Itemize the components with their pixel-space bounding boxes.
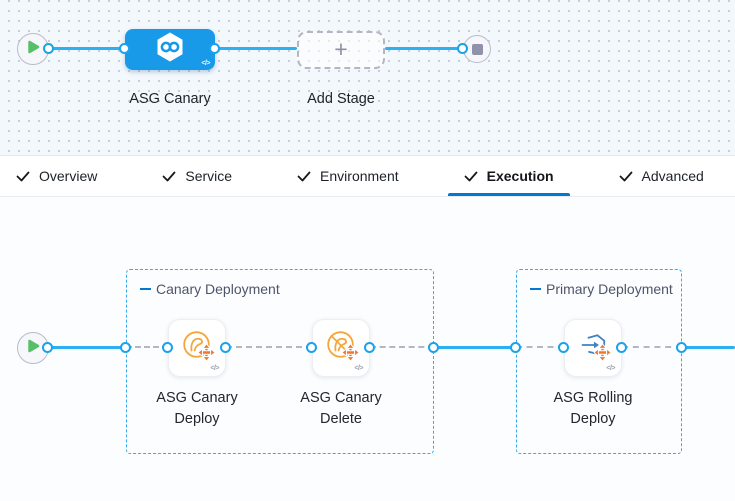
step-node-asg-canary-deploy[interactable]: </> bbox=[168, 319, 226, 377]
tab-execution[interactable]: Execution bbox=[447, 156, 570, 196]
tab-label: Overview bbox=[39, 168, 98, 184]
check-icon bbox=[619, 169, 633, 183]
tab-environment[interactable]: Environment bbox=[281, 156, 415, 196]
step-node-asg-canary-delete[interactable]: </> bbox=[312, 319, 370, 377]
connector-dot bbox=[510, 342, 521, 353]
connector-dot bbox=[120, 342, 131, 353]
connector-dot bbox=[220, 342, 231, 353]
group-label: Canary Deployment bbox=[140, 281, 280, 297]
tab-label: Service bbox=[185, 168, 233, 184]
connector-dot bbox=[428, 342, 439, 353]
plus-icon: + bbox=[334, 35, 348, 62]
connector-dot bbox=[43, 43, 54, 54]
step-node-asg-rolling-deploy[interactable]: </> bbox=[564, 319, 622, 377]
stage-graph-canvas[interactable]: </> + ASG Canary Add Stage bbox=[0, 0, 735, 156]
asg-canary-delete-icon bbox=[324, 328, 360, 369]
group-label: Primary Deployment bbox=[530, 281, 673, 297]
collapse-icon[interactable] bbox=[530, 288, 541, 290]
connector-line bbox=[385, 47, 463, 50]
connector-line bbox=[682, 346, 735, 349]
asg-rolling-deploy-icon bbox=[576, 328, 612, 369]
stop-icon bbox=[471, 43, 483, 55]
connector-dot bbox=[42, 342, 53, 353]
play-icon bbox=[27, 339, 40, 358]
stage-config-tabs: Overview Service Environment Execution A… bbox=[0, 156, 735, 197]
tab-service[interactable]: Service bbox=[146, 156, 248, 196]
check-icon bbox=[16, 169, 30, 183]
stage-node-asg-canary[interactable]: </> bbox=[125, 29, 215, 70]
tab-label: Execution bbox=[486, 168, 554, 184]
check-icon bbox=[297, 169, 311, 183]
step-label: ASG Canary Deploy bbox=[156, 390, 238, 427]
group-title: Primary Deployment bbox=[546, 281, 673, 297]
connector-dot bbox=[676, 342, 687, 353]
code-badge: </> bbox=[210, 365, 219, 372]
connector-dot bbox=[119, 43, 130, 54]
connector-line bbox=[434, 346, 516, 349]
step-label: ASG Rolling Deploy bbox=[553, 390, 633, 427]
dashed-connector-line bbox=[516, 346, 564, 348]
tab-label: Advanced bbox=[641, 168, 704, 184]
add-stage-button[interactable]: + bbox=[297, 31, 385, 69]
dashed-connector-line bbox=[622, 346, 682, 348]
tab-overview[interactable]: Overview bbox=[0, 156, 113, 196]
check-icon bbox=[162, 169, 176, 183]
connector-dot bbox=[306, 342, 317, 353]
tab-advanced[interactable]: Advanced bbox=[603, 156, 720, 196]
step-group-canary-deployment: Canary Deployment bbox=[126, 269, 434, 454]
stage-label: ASG Canary bbox=[129, 91, 211, 107]
step-group-primary-deployment: Primary Deployment bbox=[516, 269, 682, 454]
connector-line bbox=[49, 47, 125, 50]
connector-dot bbox=[162, 342, 173, 353]
step-label: ASG Canary Delete bbox=[300, 390, 382, 427]
add-stage-label: Add Stage bbox=[307, 91, 375, 107]
connector-dot bbox=[364, 342, 375, 353]
connector-dot bbox=[616, 342, 627, 353]
code-badge: </> bbox=[606, 365, 615, 372]
group-title: Canary Deployment bbox=[156, 281, 280, 297]
dashed-connector-line bbox=[370, 346, 434, 348]
asg-canary-deploy-icon bbox=[180, 328, 216, 369]
dashed-connector-line bbox=[126, 346, 168, 348]
check-icon bbox=[464, 169, 478, 183]
play-icon bbox=[27, 40, 40, 59]
execution-graph-canvas[interactable]: Canary Deployment Primary Deployment </> bbox=[0, 197, 735, 501]
connector-dot bbox=[558, 342, 569, 353]
code-badge: </> bbox=[354, 365, 363, 372]
collapse-icon[interactable] bbox=[140, 288, 151, 290]
dashed-connector-line bbox=[226, 346, 312, 348]
code-badge: </> bbox=[201, 60, 210, 67]
harness-cd-hexagon-icon bbox=[153, 30, 187, 69]
connector-dot bbox=[209, 43, 220, 54]
connector-line bbox=[48, 346, 126, 349]
tab-label: Environment bbox=[320, 168, 399, 184]
connector-line bbox=[215, 47, 297, 50]
connector-dot bbox=[457, 43, 468, 54]
